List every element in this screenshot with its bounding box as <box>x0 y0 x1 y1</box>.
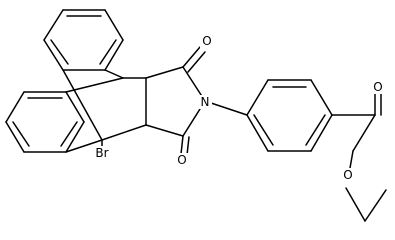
oxygen-label-bottom: O <box>177 153 186 167</box>
bond <box>246 114 269 152</box>
bond <box>5 121 25 153</box>
bond <box>104 39 124 71</box>
bond <box>187 51 206 73</box>
bond <box>101 124 147 141</box>
bond <box>104 69 124 79</box>
bond <box>104 9 124 41</box>
bond <box>50 39 69 65</box>
ester-oxygen-label: O <box>343 168 352 182</box>
atom-labels: O O N Br O O <box>90 34 385 182</box>
bond <box>345 187 366 222</box>
bond <box>182 46 201 68</box>
bond <box>62 69 103 141</box>
bond <box>12 121 30 147</box>
bonds <box>5 9 387 222</box>
bond <box>145 124 184 137</box>
nitrogen-label: N <box>201 95 210 109</box>
bond <box>43 9 64 41</box>
bond <box>65 121 85 153</box>
bond <box>310 79 333 116</box>
bond <box>364 189 387 222</box>
bond <box>310 114 333 152</box>
bond <box>65 77 124 93</box>
oxygen-label-top: O <box>202 34 211 48</box>
bond <box>65 91 85 123</box>
bond <box>253 114 274 146</box>
bond <box>349 150 354 169</box>
bond <box>305 114 326 146</box>
carbonyl-oxygen-label: O <box>373 80 382 94</box>
bond <box>180 135 184 155</box>
bond <box>99 39 117 65</box>
bond <box>352 114 376 152</box>
bond <box>43 39 64 71</box>
bond <box>186 136 190 156</box>
bond <box>60 121 78 147</box>
bond <box>246 79 269 116</box>
bond <box>145 66 184 79</box>
bromine-label: Br <box>95 146 108 160</box>
bond <box>5 91 25 123</box>
bond <box>65 139 103 153</box>
